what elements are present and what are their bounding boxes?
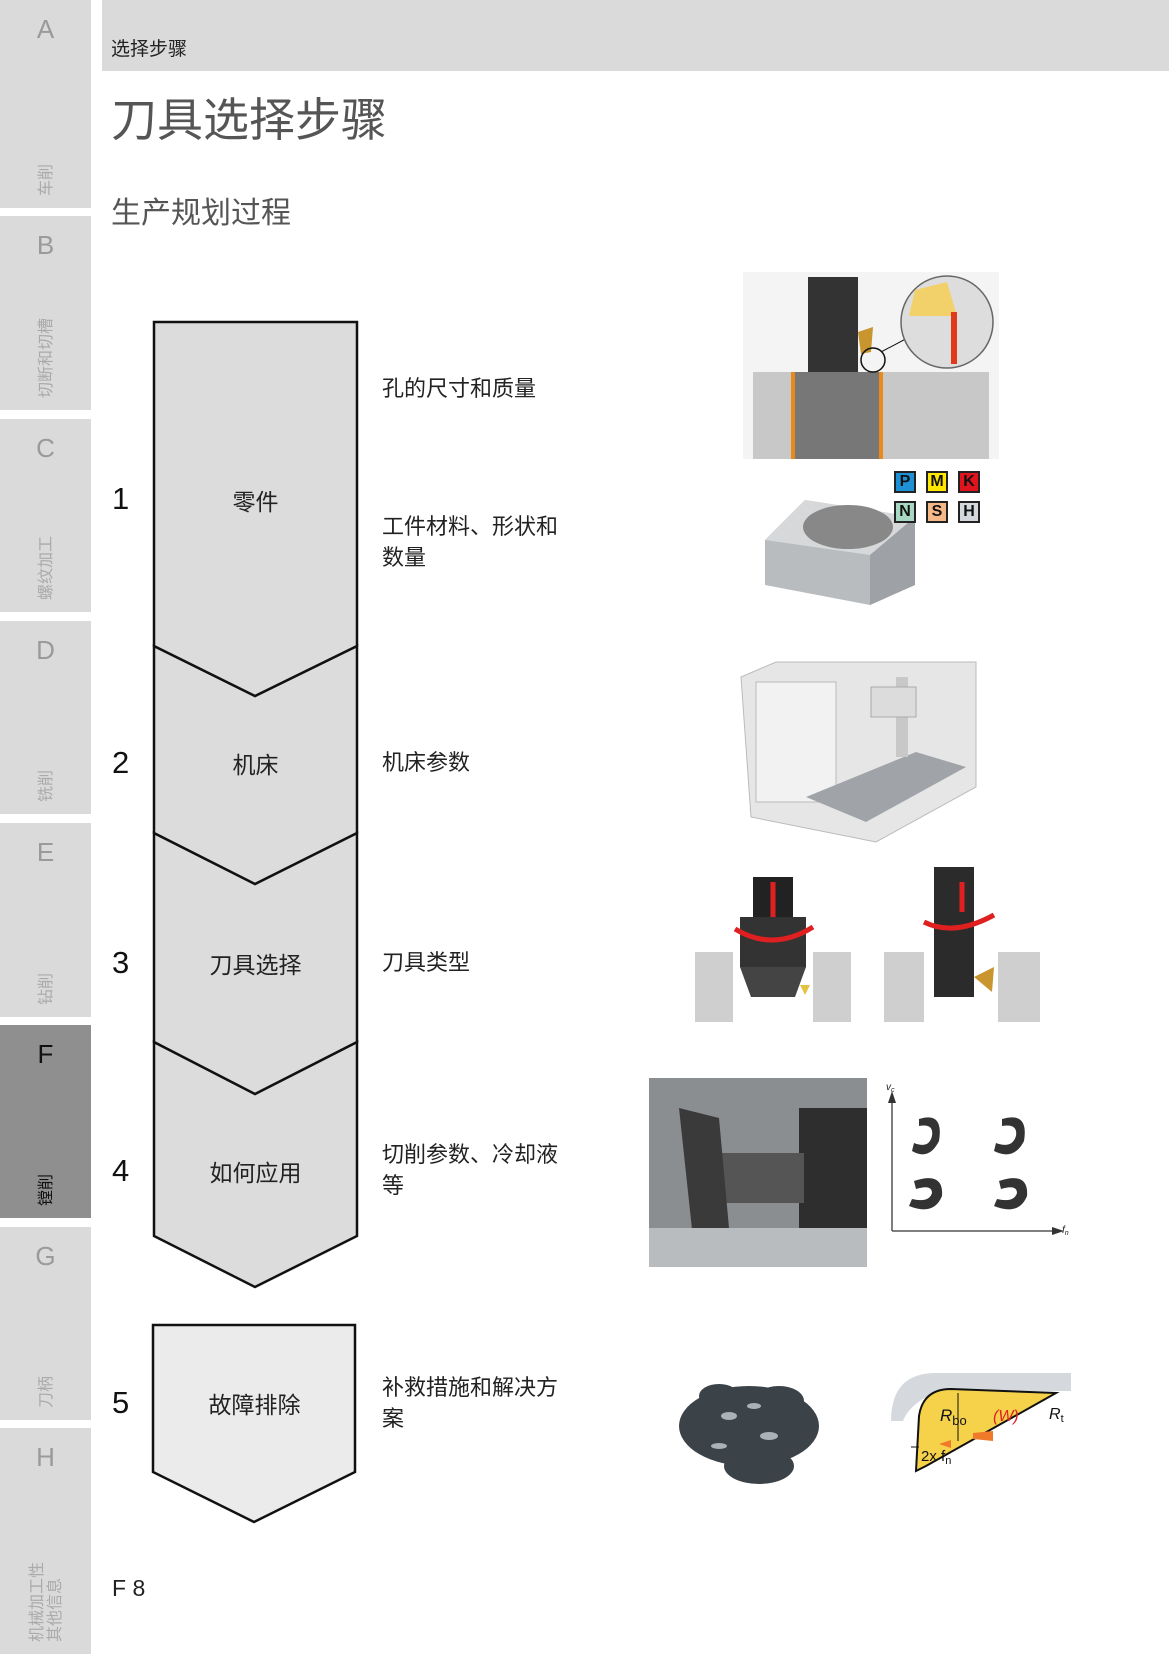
w-label: (W)	[993, 1408, 1019, 1425]
x-axis-sub: n	[1065, 1230, 1069, 1237]
material-m: M	[926, 471, 948, 493]
step-number: 3	[112, 945, 130, 980]
step-number: 2	[112, 745, 130, 780]
y-axis-label: v	[886, 1082, 892, 1093]
step-number: 5	[112, 1385, 130, 1420]
feed-sub: n	[945, 1455, 951, 1467]
chip-icon	[994, 1117, 1025, 1155]
page-number: F 8	[112, 1575, 146, 1601]
svg-text:2x fn: 2x fn	[921, 1448, 951, 1467]
svg-text:vc: vc	[886, 1082, 895, 1094]
hole-quality-illustration	[743, 272, 999, 459]
sidebar-tab-h[interactable]: H 机械加工性 其他信息	[0, 1428, 91, 1654]
rt-sub: t	[1061, 1413, 1064, 1425]
step-description: 孔的尺寸和质量	[382, 377, 537, 402]
tab-letter: E	[36, 837, 55, 867]
step-description: 补救措施和解决方案	[382, 1376, 559, 1432]
small-boring-tool-illustration	[884, 867, 1040, 1022]
step-number: 4	[112, 1153, 130, 1188]
boring-tool-illustration	[695, 877, 851, 1022]
step-label: 零件	[232, 490, 279, 516]
page-title: 刀具选择步骤	[111, 93, 387, 147]
material-h: H	[958, 501, 980, 523]
chip-icon	[909, 1178, 943, 1210]
material-k: K	[958, 471, 980, 493]
tab-letter: B	[36, 230, 55, 260]
tab-letter: A	[36, 14, 55, 44]
tab-letter: H	[36, 1442, 55, 1472]
step-box-1	[152, 320, 359, 698]
rt-label: R	[1049, 1406, 1061, 1423]
svg-text:Rbo: Rbo	[940, 1406, 967, 1428]
step-description: 机床参数	[382, 751, 471, 776]
machine-tool-illustration	[740, 661, 977, 843]
feed-label: 2x f	[921, 1448, 946, 1465]
chips-pile-illustration	[679, 1384, 819, 1484]
svg-text:fn: fn	[1062, 1225, 1069, 1237]
page-subtitle: 生产规划过程	[111, 196, 291, 231]
material-n: N	[894, 501, 916, 523]
tab-letter: G	[35, 1241, 56, 1271]
step-label: 机床	[232, 753, 279, 779]
chip-icon	[994, 1178, 1028, 1210]
step-label: 如何应用	[209, 1161, 302, 1187]
workpiece-illustration	[765, 500, 915, 605]
material-s: S	[926, 501, 948, 523]
section-header: 选择步骤	[102, 0, 1169, 71]
step-number: 1	[112, 481, 130, 516]
chip-icon	[912, 1117, 940, 1155]
machining-photo	[649, 1078, 867, 1267]
step-box-5	[151, 1323, 357, 1524]
tab-letter: C	[36, 433, 55, 463]
tab-letter: F	[37, 1039, 54, 1069]
material-p: P	[894, 471, 916, 493]
step-description: 工件材料、形状和数量	[382, 515, 559, 571]
step-description: 刀具类型	[382, 951, 471, 976]
y-axis-sub: c	[891, 1087, 895, 1094]
section-title: 选择步骤	[111, 38, 188, 60]
step-label: 故障排除	[208, 1393, 301, 1419]
surface-roughness-diagram: Rbo (W) Rt 2x fn	[891, 1373, 1071, 1473]
rbo-sub: bo	[952, 1413, 966, 1428]
step-description: 切削参数、冷却液等	[382, 1143, 559, 1199]
step-label: 刀具选择	[209, 953, 302, 979]
svg-text:Rt: Rt	[1049, 1406, 1064, 1425]
rbo-label: R	[940, 1406, 952, 1425]
x-axis-label: f	[1062, 1225, 1066, 1236]
tab-letter: D	[36, 635, 55, 665]
chip-form-chart: vc fn	[886, 1082, 1069, 1237]
